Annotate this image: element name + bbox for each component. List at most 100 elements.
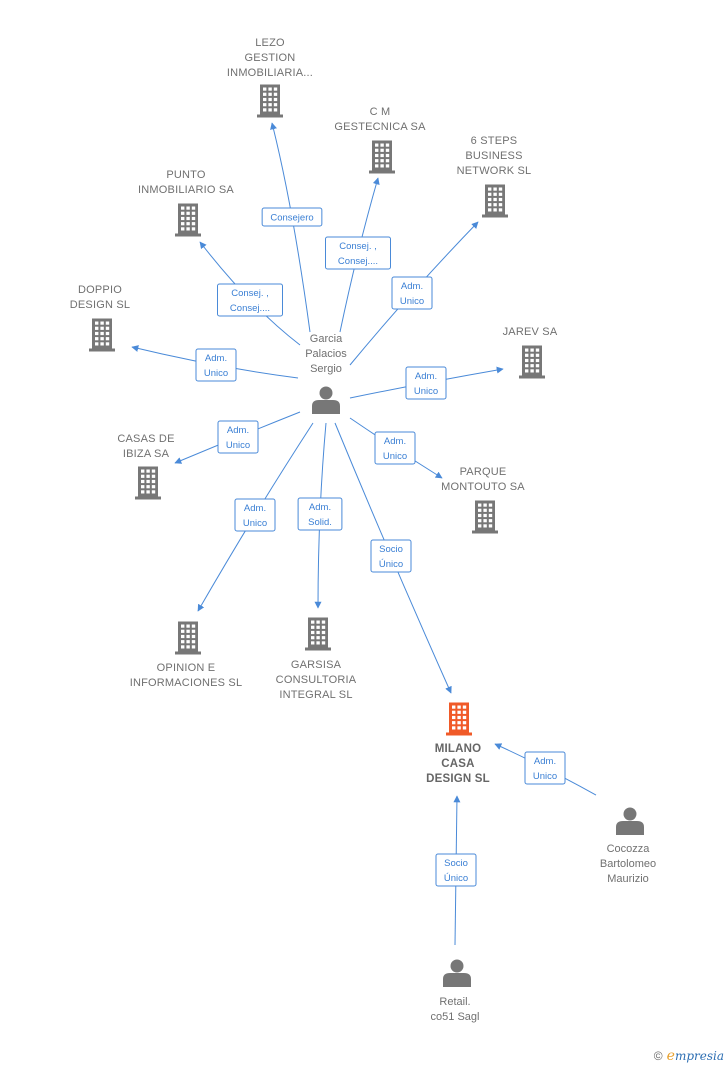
- edge-label-text: Unico: [533, 771, 557, 782]
- person-icon[interactable]: [616, 807, 644, 836]
- edge-label-text: Consej....: [338, 256, 378, 267]
- edge-label-text: Único: [379, 559, 403, 570]
- node-doppio[interactable]: DOPPIO DESIGN SL: [70, 284, 131, 352]
- node-label-line: PARQUE: [460, 466, 507, 478]
- node-label-line: Garcia: [310, 333, 343, 345]
- edge-label-box: [435, 853, 477, 887]
- edge-label-text: Unico: [414, 386, 438, 397]
- edge-label-text: Adm.: [205, 353, 227, 364]
- node-label-line: Maurizio: [607, 873, 649, 885]
- edge-label-text: Solid.: [308, 517, 332, 528]
- edge-label-text: Consej....: [230, 303, 270, 314]
- edge-label-text: Consej. ,: [339, 241, 377, 252]
- node-garsisa[interactable]: GARSISA CONSULTORIA INTEGRAL SL: [276, 617, 357, 702]
- node-label-line: BUSINESS: [465, 150, 522, 162]
- node-label-line: Palacios: [305, 348, 347, 360]
- node-label-line: DESIGN SL: [70, 299, 131, 311]
- node-lezo[interactable]: LEZOGESTIONINMOBILIARIA...: [227, 37, 313, 118]
- edge-label-garcia-6steps[interactable]: Adm. Unico: [391, 276, 433, 310]
- building-icon[interactable]: [472, 500, 498, 534]
- building-icon[interactable]: [175, 621, 201, 655]
- node-label-line: DOPPIO: [78, 284, 122, 296]
- edge-label-box: [261, 207, 323, 227]
- edge-label-garcia-garsisa[interactable]: Adm.Solid.: [297, 497, 343, 531]
- node-label-line: GESTECNICA SA: [334, 121, 426, 133]
- edge-label-box: [217, 283, 283, 317]
- node-label-line: GARSISA: [291, 659, 342, 671]
- person-icon[interactable]: [443, 959, 471, 988]
- node-punto[interactable]: PUNTO INMOBILIARIO SA: [138, 169, 234, 237]
- edge-label-text: Socio: [444, 858, 468, 869]
- edge-label-text: Socio: [379, 544, 403, 555]
- edge-label-cocozza-milano[interactable]: Adm. Unico: [524, 751, 566, 785]
- copyright-symbol: ©: [653, 1049, 663, 1063]
- building-icon[interactable]: [135, 466, 161, 500]
- node-label-line: CONSULTORIA: [276, 674, 357, 686]
- building-icon[interactable]: [305, 617, 331, 651]
- building-icon[interactable]: [482, 184, 508, 218]
- node-label-line: PUNTO: [166, 169, 206, 181]
- building-icon[interactable]: [257, 84, 283, 118]
- node-label-line: C M: [370, 106, 391, 118]
- node-label-line: INFORMACIONES SL: [130, 677, 243, 689]
- edge-label-garcia-parque[interactable]: Adm.Unico: [374, 431, 416, 465]
- edge-label-garcia-doppio[interactable]: Adm.Unico: [195, 348, 237, 382]
- node-label-line: IBIZA SA: [123, 448, 170, 460]
- edge-label-text: Adm.: [534, 756, 556, 767]
- edge-label-text: Unico: [400, 296, 424, 307]
- building-icon[interactable]: [89, 318, 115, 352]
- node-cm[interactable]: C M GESTECNICA SA: [334, 106, 426, 174]
- building-icon[interactable]: [369, 140, 395, 174]
- node-jarev[interactable]: JAREV SA: [503, 326, 558, 379]
- brand-initial[interactable]: e: [666, 1048, 675, 1064]
- node-label-line: Sergio: [310, 363, 342, 375]
- edge-label-text: Adm.: [401, 281, 423, 292]
- brand-name[interactable]: mpresia: [674, 1049, 724, 1063]
- node-label-line: Bartolomeo: [600, 858, 656, 870]
- person-icon[interactable]: [312, 386, 340, 415]
- edge-label-box: [234, 498, 276, 532]
- node-label-line: INMOBILIARIO SA: [138, 184, 234, 196]
- node-label-line: MILANO: [435, 743, 482, 755]
- node-opinion[interactable]: OPINION E INFORMACIONES SL: [130, 621, 243, 690]
- node-label-line: JAREV SA: [503, 326, 558, 338]
- edge-label-text: Único: [444, 873, 468, 884]
- node-label-line: Cocozza: [607, 843, 651, 855]
- edge-label-text: Adm.: [384, 436, 406, 447]
- footer-brand: ©empresia: [654, 1048, 724, 1064]
- node-label-line: INTEGRAL SL: [279, 689, 352, 701]
- edge-label-text: Consej. ,: [231, 288, 269, 299]
- edge-label-box: [374, 431, 416, 465]
- edge-label-text: Adm.: [415, 371, 437, 382]
- edge-label-text: Adm.: [227, 425, 249, 436]
- node-retail[interactable]: Retail.co51 Sagl: [431, 959, 480, 1024]
- edge-label-garcia-cm[interactable]: Consej. , Consej....: [325, 236, 391, 270]
- node-label-line: co51 Sagl: [431, 1011, 480, 1023]
- edge-label-text: Consejero: [270, 213, 313, 224]
- edge-label-garcia-lezo[interactable]: Consejero: [261, 207, 323, 227]
- edge-label-garcia-punto[interactable]: Consej. , Consej....: [217, 283, 283, 317]
- node-label-line: 6 STEPS: [471, 135, 518, 147]
- edge-label-text: Adm.: [244, 503, 266, 514]
- node-label-line: OPINION E: [157, 662, 216, 674]
- edge-label-text: Unico: [243, 518, 267, 529]
- edge-label-box: [297, 497, 343, 531]
- building-icon[interactable]: [519, 345, 545, 379]
- edge-label-garcia-casas[interactable]: Adm.Unico: [217, 420, 259, 454]
- building-icon[interactable]: [175, 203, 201, 237]
- edge-label-box: [405, 366, 447, 400]
- edge-label-garcia-jarev[interactable]: Adm. Unico: [405, 366, 447, 400]
- edge-label-garcia-opinion[interactable]: Adm. Unico: [234, 498, 276, 532]
- building-icon-highlighted[interactable]: [446, 702, 472, 736]
